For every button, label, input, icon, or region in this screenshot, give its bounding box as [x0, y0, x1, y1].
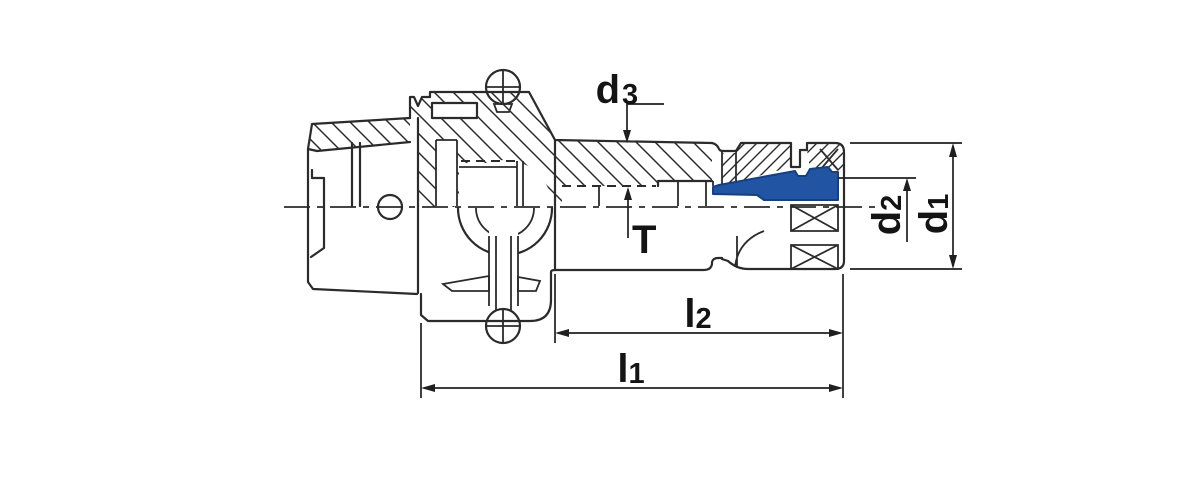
d1-extension-lines: [850, 142, 962, 270]
flange-cutouts: [432, 103, 552, 254]
label-d3-sub: 3: [622, 79, 638, 111]
l2-arrow-right-icon: [829, 329, 843, 337]
flange-bottom-outline: [419, 268, 557, 323]
thread-mark-top: [819, 148, 839, 171]
nut-outline: [710, 141, 846, 271]
label-l2: l2: [684, 292, 711, 336]
knurl-marks: [790, 148, 839, 270]
slot-cutout-fill: [432, 103, 477, 118]
label-d1: d1: [912, 194, 956, 235]
flange-top-outline: [408, 90, 714, 145]
nut-nose-curve: [734, 230, 765, 268]
label-d2: d2: [865, 195, 909, 236]
dimension-t: T: [624, 187, 656, 262]
screw-bore-fill: [436, 140, 457, 206]
coolant-tube-fill: [489, 228, 518, 310]
screw-bore-edges: [435, 139, 524, 206]
knurl-box-1: [790, 204, 839, 232]
shank-hatch: [308, 118, 410, 151]
collet: [712, 166, 839, 201]
shank-outline: [306, 116, 419, 296]
coolant-tube-lines: [488, 236, 519, 311]
label-l1: l1: [617, 347, 644, 391]
label-d3: d: [596, 68, 620, 112]
nut-lip-faces: [721, 151, 737, 186]
dimension-l1: l1: [420, 274, 844, 398]
grip-notch: [309, 168, 326, 259]
flange-section: [408, 68, 714, 345]
d3-leader: [626, 103, 664, 140]
collet-nut-section: [710, 141, 846, 271]
l1-arrow-left-icon: [421, 384, 435, 392]
body-bottom-outline: [553, 256, 724, 272]
label-t: T: [632, 218, 656, 262]
drawbar-bore-lines: [350, 141, 362, 208]
knurl-box-2: [790, 244, 839, 270]
bore-step-edge: [656, 179, 714, 188]
body-section: [553, 138, 724, 272]
nut-mid-hatch: [736, 143, 791, 182]
nut-right-hatch: [807, 143, 844, 171]
d2-arrow-icon: [903, 178, 911, 191]
coolant-tube-wings: [440, 274, 542, 292]
nut-lip-hatch: [722, 153, 736, 185]
screw-cross-bottom-icon: [485, 308, 521, 344]
bore-step-verticals: [598, 181, 714, 206]
dimension-d1: d1: [850, 142, 962, 270]
dimension-l2: l2: [554, 274, 843, 343]
d3-arrow-icon: [623, 130, 631, 143]
l2-arrow-left-icon: [555, 329, 569, 337]
d1-arrow-bottom-icon: [949, 255, 957, 269]
screw-cross-top-icon: [485, 69, 521, 105]
d1-arrow-top-icon: [949, 143, 957, 157]
dimension-d3: d 3: [596, 68, 664, 143]
shank-inner-band: [306, 140, 412, 153]
l1-arrow-right-icon: [829, 384, 843, 392]
t-arrow-icon: [624, 187, 632, 200]
slot-cutout: [430, 101, 479, 120]
dimension-d2: d2: [838, 177, 916, 242]
